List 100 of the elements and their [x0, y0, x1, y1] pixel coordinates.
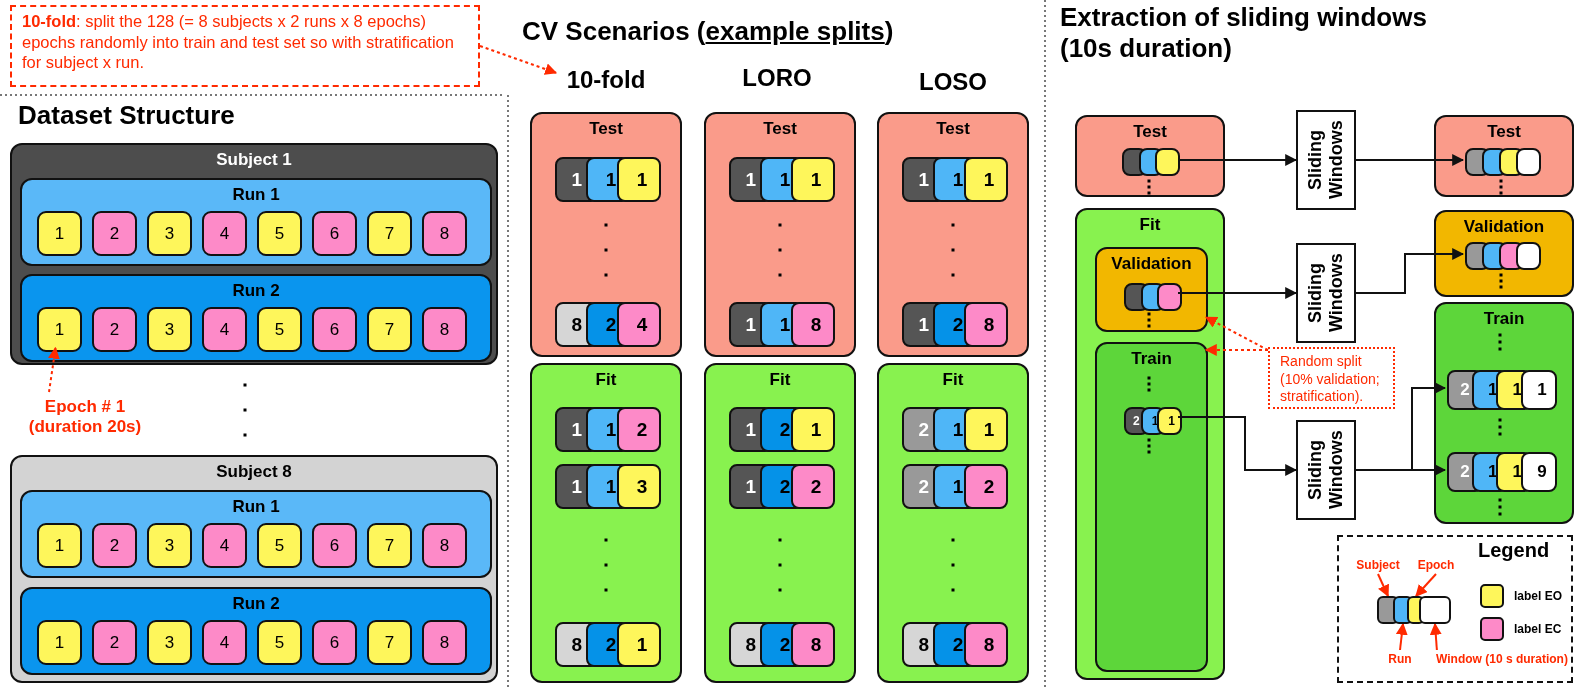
epoch-tile: 2	[92, 620, 137, 665]
arrow	[1395, 622, 1408, 651]
dashed-arrow	[48, 346, 60, 393]
epoch-tile: 5	[257, 211, 302, 256]
epoch-tag: 1	[964, 157, 1008, 202]
epoch-token	[1447, 452, 1557, 492]
section-heading: Dataset Structure	[18, 100, 235, 132]
epoch-tile: 7	[367, 620, 412, 665]
arrow	[1355, 248, 1465, 294]
epoch-tag: 2	[617, 407, 661, 452]
epoch-tile: 8	[422, 620, 467, 665]
fit-panel	[530, 363, 682, 683]
epoch-tile: 3	[147, 307, 192, 352]
epoch-tile: 6	[312, 523, 357, 568]
panel-title: Fit	[595, 370, 617, 390]
epoch-tile: 2	[92, 523, 137, 568]
panel-title: Train	[1131, 349, 1172, 369]
epoch-tile: 1	[37, 307, 82, 352]
epoch-tag: 1	[1157, 407, 1182, 435]
epoch-token	[902, 407, 1008, 452]
epoch-tile: 1	[37, 211, 82, 256]
panel-title: Validation	[1463, 217, 1545, 237]
panel-title: Fit	[769, 370, 791, 390]
test-panel	[1075, 115, 1225, 197]
epoch-tile: 8	[422, 307, 467, 352]
epoch-token	[729, 157, 835, 202]
run-panel	[20, 587, 492, 675]
arrow	[1177, 287, 1298, 299]
panel-title: Test	[589, 119, 623, 139]
panel-title: Test	[1133, 122, 1167, 142]
annotation-label: Window (10 s duration)	[1428, 650, 1576, 668]
sliding-windows-box: Sliding Windows	[1296, 420, 1356, 520]
panel-title: Validation	[1111, 254, 1192, 274]
arrow	[1415, 573, 1437, 597]
panel-title: Run 1	[232, 185, 280, 205]
epoch-token	[555, 464, 661, 509]
epoch-token	[1465, 242, 1541, 270]
arrow	[1355, 464, 1447, 476]
epoch-tile: 5	[257, 620, 302, 665]
epoch-tag: 1	[791, 407, 835, 452]
train-panel	[1095, 342, 1208, 672]
epoch-tag: 2	[791, 464, 835, 509]
epoch-tag: 8	[964, 302, 1008, 347]
fit-panel	[877, 363, 1029, 683]
epoch-tile: 6	[312, 307, 357, 352]
panel-title: Test	[763, 119, 797, 139]
panel-title: Fit	[942, 370, 964, 390]
run-panel	[20, 274, 492, 362]
arrow	[1429, 622, 1442, 651]
fit-panel	[1075, 208, 1225, 680]
epoch-tile: 5	[257, 523, 302, 568]
arrow	[1177, 154, 1298, 166]
annotation-label: Subject	[1350, 556, 1406, 574]
epoch-tile: 3	[147, 523, 192, 568]
epoch-token	[555, 302, 661, 347]
legend-text: label EC	[1514, 622, 1562, 636]
test-panel	[1434, 115, 1574, 197]
dashed-arrow	[1204, 316, 1269, 352]
column-heading: LOSO	[918, 68, 988, 97]
epoch-tile: 7	[367, 211, 412, 256]
epoch-token	[1124, 283, 1182, 311]
column-heading: LORO	[741, 64, 813, 93]
epoch-token	[902, 302, 1008, 347]
column-heading: 10-fold	[556, 62, 656, 98]
panel-title: Subject 1	[216, 150, 292, 170]
arrow	[1355, 154, 1465, 166]
epoch-token	[902, 622, 1008, 667]
note-box: 10-fold: split the 128 (= 8 subjects x 2 runs x 8 epochs) epochs randomly into train and test set so with stratification for subject x run.	[10, 5, 480, 87]
window-tag: 1	[1521, 370, 1557, 410]
epoch-tile: 8	[422, 211, 467, 256]
epoch-tile: 1	[37, 620, 82, 665]
run-panel	[20, 178, 492, 266]
test-panel	[530, 112, 682, 357]
panel-title: Run 2	[232, 281, 280, 301]
train-panel	[1434, 302, 1574, 524]
sliding-windows-box: Sliding Windows	[1296, 243, 1356, 343]
epoch-token	[729, 302, 835, 347]
test-panel	[704, 112, 856, 357]
subject-panel	[10, 143, 498, 365]
dashed-arrow	[1204, 343, 1269, 356]
epoch-tag: 1	[617, 622, 661, 667]
section-heading: CV Scenarios (example splits)	[522, 16, 894, 48]
arrow	[1177, 416, 1298, 476]
epoch-tile: 4	[202, 307, 247, 352]
epoch-tile: 8	[422, 523, 467, 568]
test-panel	[877, 112, 1029, 357]
epoch-tag: 1	[964, 407, 1008, 452]
annotation-label: Run	[1382, 650, 1418, 668]
epoch-tile: 2	[92, 307, 137, 352]
arrow	[1377, 573, 1389, 598]
epoch-tile: 4	[202, 211, 247, 256]
epoch-tile: 6	[312, 620, 357, 665]
epoch-token	[1447, 370, 1557, 410]
epoch-tile: 7	[367, 523, 412, 568]
epoch-tag: 2	[964, 464, 1008, 509]
epoch-tile: 3	[147, 620, 192, 665]
epoch-tile: 4	[202, 523, 247, 568]
note-box: Random split (10% validation; stratification).	[1268, 347, 1395, 409]
epoch-tag: 8	[791, 302, 835, 347]
validation-panel	[1095, 247, 1208, 332]
